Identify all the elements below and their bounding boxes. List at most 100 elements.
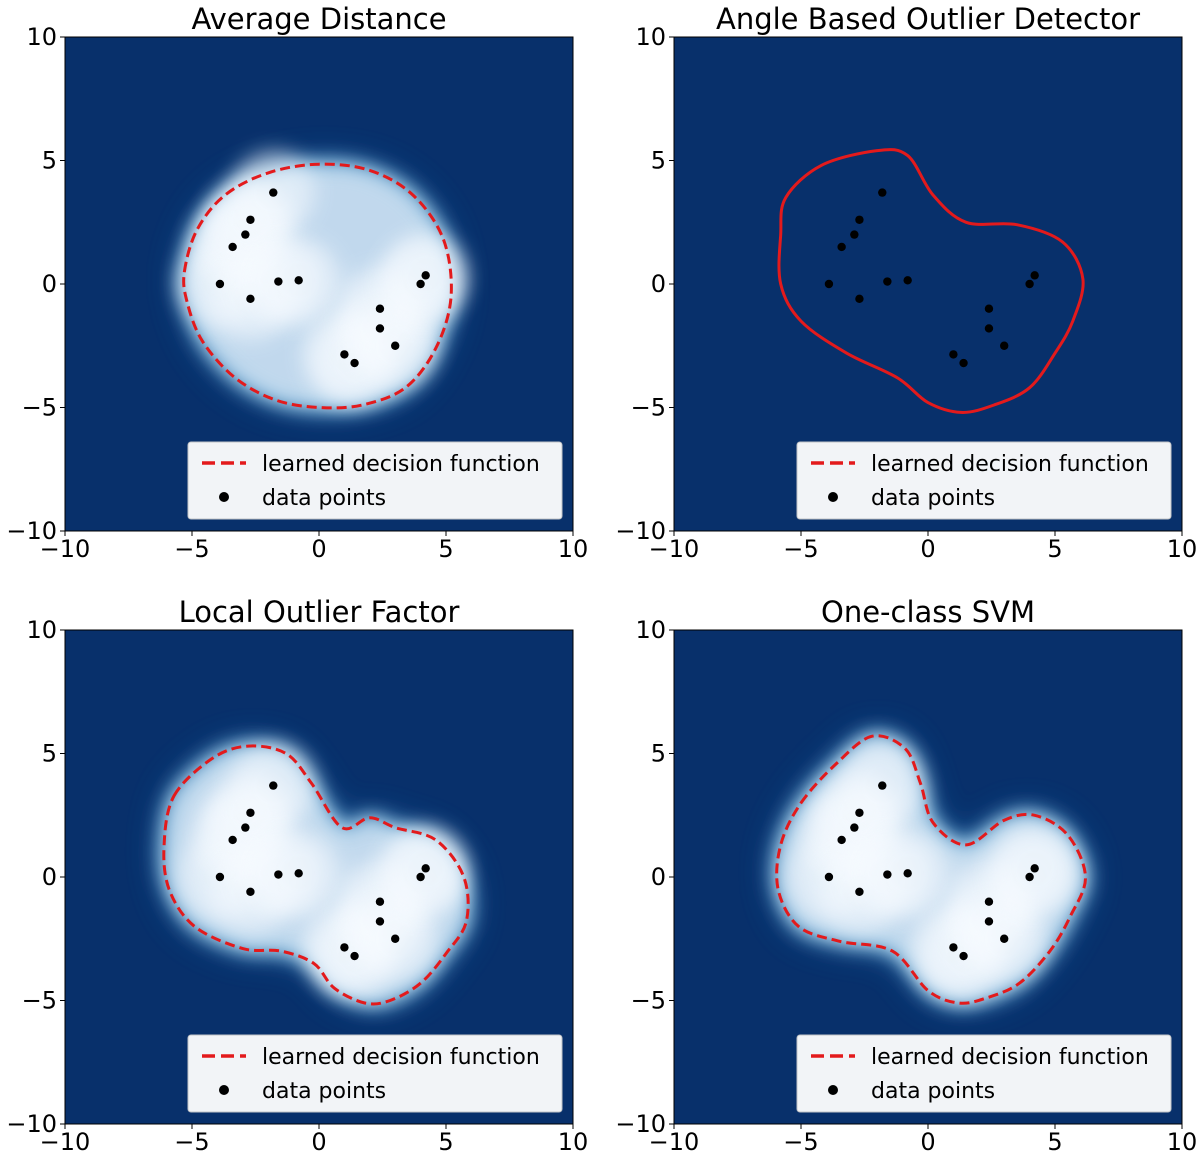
data-point [246, 887, 255, 897]
data-point [1000, 934, 1009, 943]
data-point [850, 823, 859, 832]
data-point [274, 277, 283, 286]
y-tick-label: −10 [6, 517, 57, 545]
y-tick-label: −10 [615, 517, 666, 545]
x-tick-label: −5 [174, 535, 209, 563]
chart-title: Angle Based Outlier Detector [716, 2, 1140, 36]
legend-label: learned decision function [262, 1045, 540, 1070]
data-point [350, 951, 359, 961]
data-point [959, 358, 968, 368]
x-tick-label: −5 [174, 1128, 209, 1156]
chart-title: One-class SVM [821, 595, 1035, 629]
legend-label: data points [871, 1079, 995, 1104]
data-point [375, 304, 385, 313]
data-point [294, 869, 303, 878]
x-tick-label: 0 [920, 535, 935, 563]
legend-box [187, 441, 563, 520]
data-point [903, 869, 912, 878]
x-tick-label: −10 [649, 1128, 700, 1156]
data-point [269, 781, 278, 790]
data-point [241, 230, 250, 239]
legend: learned decision function data points [796, 441, 1172, 520]
data-point [850, 230, 859, 239]
data-point [274, 870, 283, 879]
data-point [340, 350, 349, 359]
data-point [1030, 271, 1039, 280]
y-tick-label: −5 [22, 394, 57, 422]
legend-dot-swatch [219, 1085, 229, 1095]
y-tick-label: 0 [651, 863, 666, 891]
decision-boundary [182, 162, 453, 410]
y-tick-label: 0 [42, 270, 57, 298]
data-point [375, 324, 385, 333]
data-point [375, 917, 385, 926]
y-tick-label: 5 [651, 740, 666, 768]
y-tick-label: 5 [42, 147, 57, 175]
score-heatmap [777, 148, 1085, 414]
data-point [878, 781, 887, 790]
y-tick-label: −10 [6, 1110, 57, 1138]
legend-box [187, 1034, 563, 1113]
x-tick-label: 10 [558, 1128, 589, 1156]
data-point [228, 242, 237, 252]
legend-label: learned decision function [262, 452, 540, 477]
data-point [375, 897, 385, 906]
x-tick-label: 0 [920, 1128, 935, 1156]
decision-boundary [775, 734, 1088, 1005]
data-point [855, 294, 864, 304]
legend-label: data points [871, 486, 995, 511]
x-tick-label: −10 [40, 1128, 91, 1156]
data-point [246, 215, 255, 224]
x-tick-label: 10 [558, 535, 589, 563]
data-point [984, 324, 994, 333]
y-tick-label: −10 [615, 1110, 666, 1138]
data-point [269, 188, 278, 197]
x-tick-label: 0 [311, 535, 326, 563]
data-point [228, 835, 237, 845]
data-point [391, 934, 400, 943]
y-tick-label: 0 [651, 270, 666, 298]
legend-label: data points [262, 486, 386, 511]
x-tick-label: −5 [783, 1128, 818, 1156]
data-point [215, 872, 225, 882]
chart-title: Local Outlier Factor [179, 595, 460, 629]
data-point [246, 808, 255, 817]
x-tick-label: 5 [1047, 1128, 1062, 1156]
data-point [878, 188, 887, 197]
y-tick-label: 0 [42, 863, 57, 891]
y-tick-label: 10 [635, 616, 666, 644]
y-tick-label: 10 [26, 23, 57, 51]
data-point [421, 864, 430, 873]
data-point [246, 294, 255, 304]
y-tick-label: −5 [22, 987, 57, 1015]
data-point [416, 279, 425, 289]
data-point [421, 271, 430, 280]
x-tick-label: 5 [1047, 535, 1062, 563]
data-point [391, 341, 400, 350]
data-point [984, 917, 994, 926]
data-point [959, 951, 968, 961]
x-tick-label: −10 [649, 535, 700, 563]
x-tick-label: 5 [438, 535, 453, 563]
data-point [350, 358, 359, 368]
legend-dot-swatch [828, 492, 838, 502]
data-point [855, 215, 864, 224]
data-point [949, 943, 958, 952]
legend: learned decision function data points [187, 1034, 563, 1113]
legend-dot-swatch [219, 492, 229, 502]
data-point [1025, 279, 1034, 289]
legend-label: data points [262, 1079, 386, 1104]
legend-dot-swatch [828, 1085, 838, 1095]
y-tick-label: −5 [631, 394, 666, 422]
x-tick-label: 0 [311, 1128, 326, 1156]
data-point [824, 872, 834, 882]
legend: learned decision function data points [187, 441, 563, 520]
legend-label: learned decision function [871, 452, 1149, 477]
decision-boundary [162, 744, 470, 1006]
